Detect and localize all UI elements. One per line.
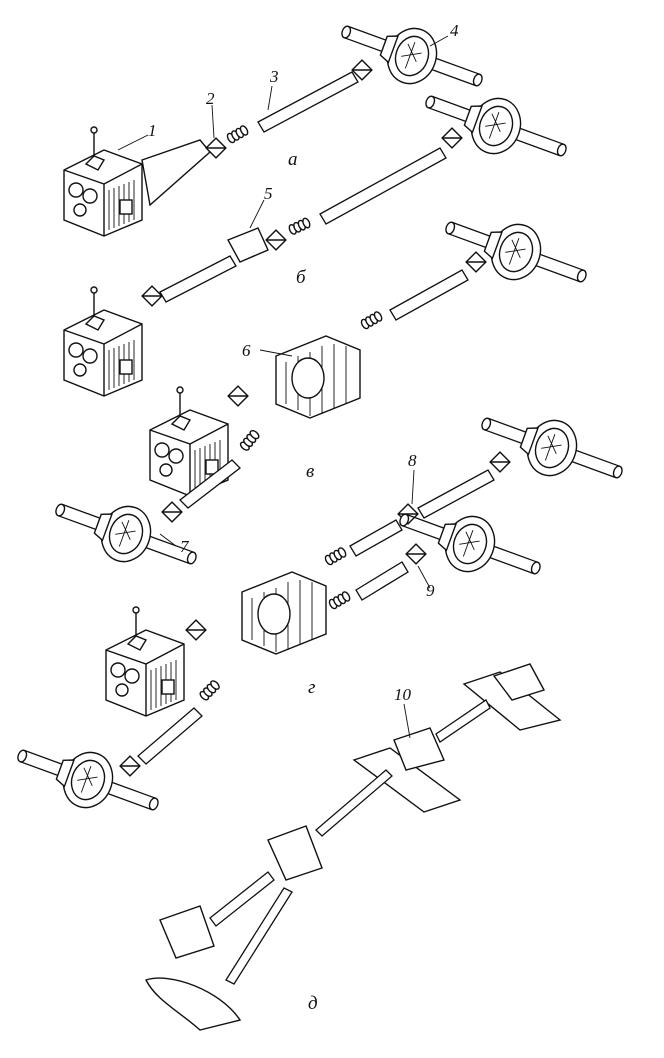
part-label-2: 2	[206, 89, 215, 108]
variant-label-d: д	[308, 993, 318, 1014]
part-label-6: 6	[242, 341, 251, 360]
variant-label-a: а	[288, 149, 298, 170]
variant-label-v: в	[306, 461, 315, 482]
part-label-1: 1	[148, 121, 157, 140]
variant-v-drawing	[46, 199, 596, 587]
variant-label-b: б	[296, 267, 306, 288]
part-label-10: 10	[394, 685, 411, 704]
part-label-7: 7	[180, 537, 189, 556]
variant-d-drawing	[145, 663, 562, 1031]
variant-b-drawing	[63, 73, 576, 397]
part-label-8: 8	[408, 451, 417, 470]
part-label-4: 4	[450, 21, 459, 40]
part-label-5: 5	[264, 184, 273, 203]
variant-g-drawing	[8, 395, 632, 833]
leader-lines	[117, 35, 449, 739]
variant-a-drawing	[63, 3, 492, 237]
part-label-3: 3	[270, 67, 279, 86]
variant-label-g: г	[308, 677, 316, 698]
part-label-9: 9	[426, 581, 435, 600]
